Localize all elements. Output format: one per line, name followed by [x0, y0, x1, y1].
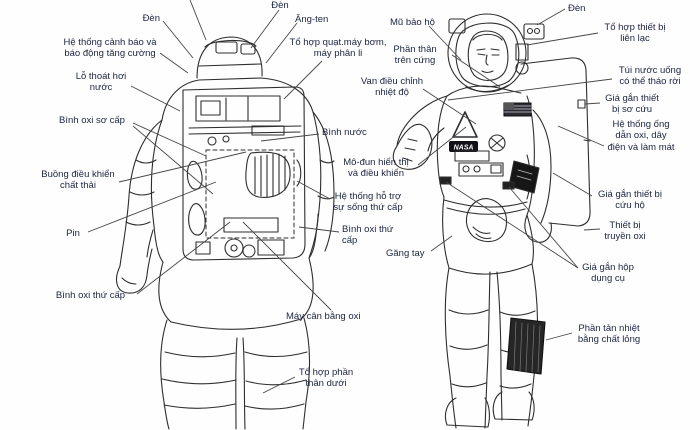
label-secondary-oxygen-center: Bình oxi thứ cấp — [342, 224, 394, 247]
label-primary-oxygen: Bình oxi sơ cấp — [59, 115, 125, 126]
label-lamp-back: Đèn — [142, 13, 160, 24]
label-warning-system: Hệ thống cảnh báo và báo động tăng cường — [63, 37, 157, 60]
helmet-lamp — [523, 23, 545, 40]
label-battery: Pin — [66, 228, 80, 239]
label-antenna: Ăng-ten — [295, 14, 329, 25]
label-hard-upper-torso: Phần thân trên cứng — [393, 44, 437, 67]
label-secondary-oxygen-left: Bình oxi thứ cấp — [55, 290, 126, 301]
back-view-figure — [116, 36, 335, 430]
label-toolbox-mount: Giá gắn hộp dụng cụ — [582, 262, 634, 285]
label-helmet: Mũ bảo hộ — [390, 17, 435, 28]
temp-valve-knob — [488, 134, 506, 152]
label-comm-assembly: Tổ hợp thiết bị liên lạc — [604, 22, 666, 45]
leader-lines — [87, 0, 613, 394]
toolbox-clip-left — [439, 176, 452, 185]
label-lower-torso-assembly: Tổ hợp phần thân dưới — [298, 367, 354, 390]
wrist-cuff-checklist — [508, 160, 540, 194]
chest-control-module — [454, 150, 490, 162]
front-view-figure: NASA — [392, 13, 591, 429]
label-lamp-top: Đèn — [271, 0, 289, 11]
label-water-bag: Túi nước uống có thể tháo rời — [618, 65, 682, 88]
first-aid-clip — [577, 99, 586, 109]
nasa-patch — [449, 141, 478, 152]
label-oxygen-balance: Máy cân bằng oxi — [286, 311, 361, 322]
mission-patch-triangle — [452, 111, 478, 138]
label-secondary-life-support: Hệ thống hỗ trợ sự sống thứ cấp — [333, 191, 403, 214]
toolbox-clip-right — [502, 181, 515, 190]
label-oxygen-transfer: Thiết bị truyền oxi — [604, 220, 646, 243]
label-temp-valve: Van điều chỉnh nhiệt độ — [360, 76, 424, 99]
astronaut-face — [467, 30, 509, 81]
heat-sink-patch — [506, 317, 546, 375]
nasa-patch-text: NASA — [454, 145, 474, 152]
glove — [465, 198, 508, 243]
label-rescue-mount: Giá gắn thiết bị cứu hộ — [598, 189, 662, 212]
label-display-module: Mô-đun hiển thị và điều khiển — [343, 157, 409, 180]
label-waste-control: Buồng điều khiển chất thải — [41, 169, 115, 192]
us-flag-patch — [503, 102, 532, 117]
water-tank-canister — [245, 151, 291, 198]
label-gloves: Găng tay — [386, 248, 425, 259]
label-water-tank: Bình nước — [322, 127, 367, 138]
label-heat-sink: Phần tản nhiệt bằng chất lỏng — [577, 323, 641, 346]
label-fan-pump-assembly: Tổ hợp quạt.máy bơm, máy phân li — [289, 37, 387, 60]
label-oxygen-lines: Hệ thống ống dẫn oxi, dây điện và làm má… — [607, 119, 675, 153]
helmet-vent — [215, 41, 238, 54]
label-lamp-front: Đèn — [568, 3, 586, 14]
label-first-aid-mount: Giá gắn thiết bị sơ cứu — [605, 93, 659, 116]
label-vent-hole: Lỗ thoát hơi nước — [75, 71, 127, 94]
